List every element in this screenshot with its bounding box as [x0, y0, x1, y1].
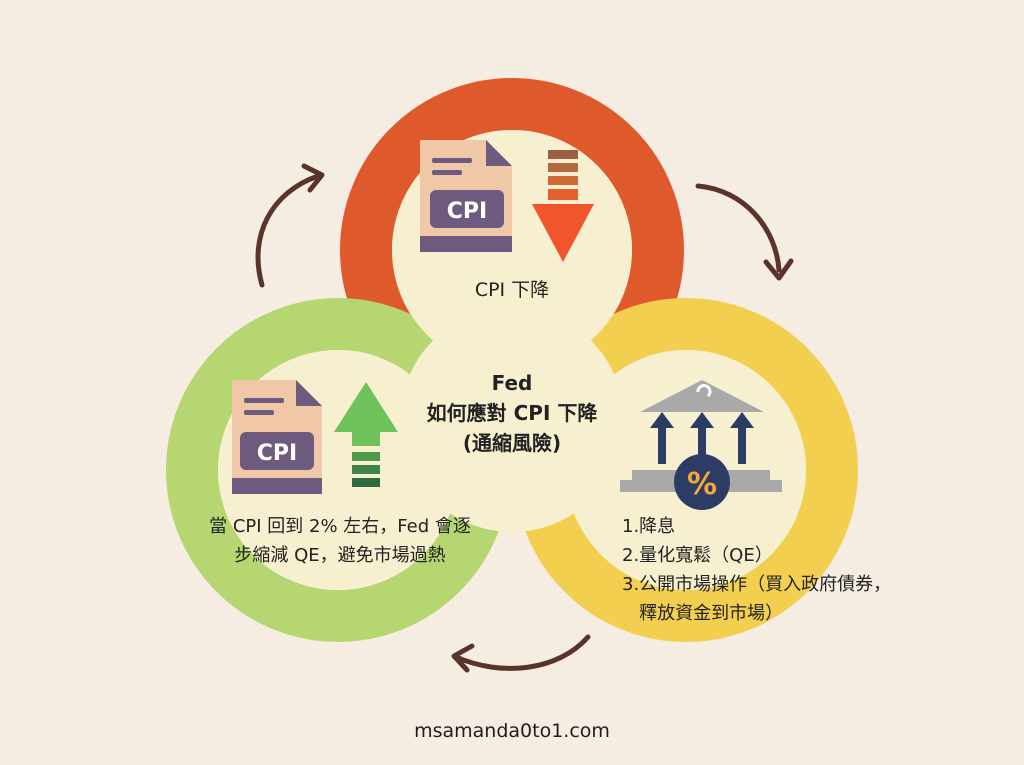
center-hub [400, 308, 624, 532]
right-node-item: 釋放資金到市場） [622, 603, 784, 624]
center-title: Fed 如何應對 CPI 下降 (通縮風險) [392, 368, 632, 458]
left-node-line1: 當 CPI 回到 2% 左右，Fed 會逐 [209, 516, 471, 537]
right-node-item: 1.降息 [622, 516, 676, 537]
bank-icon: % [620, 380, 782, 510]
up-arrow-icon [334, 382, 398, 487]
cpi-document-icon: CPI [420, 140, 512, 252]
footer-site-url: msamanda0to1.com [414, 720, 610, 742]
cpi-badge-top: CPI [447, 199, 487, 224]
right-node-item: 2.量化寬鬆（QE） [622, 545, 773, 566]
center-title-line2: 如何應對 CPI 下降 [426, 401, 598, 425]
cpi-badge-left: CPI [257, 441, 297, 466]
cycle-arrow-icon [695, 183, 794, 281]
center-title-line1: Fed [491, 371, 533, 395]
cycle-arrow-icon [255, 163, 325, 288]
cycle-arrow-icon [451, 634, 591, 673]
percent-icon [674, 454, 730, 510]
down-arrow-icon [532, 150, 594, 262]
right-node-item: 3.公開市場操作（買入政府債券， [622, 574, 892, 595]
left-node-line2: 步縮減 QE，避免市場過熱 [234, 545, 446, 566]
top-node-label: CPI 下降 [475, 279, 549, 301]
center-title-line3: (通縮風險) [462, 431, 562, 455]
cpi-document-icon: CPI [232, 380, 322, 494]
left-node-text: 當 CPI 回到 2% 左右，Fed 會逐 步縮減 QE，避免市場過熱 [160, 512, 520, 570]
right-node-list: 1.降息 2.量化寬鬆（QE） 3.公開市場操作（買入政府債券， 釋放資金到市場… [622, 512, 982, 628]
percent-symbol: % [687, 467, 717, 502]
